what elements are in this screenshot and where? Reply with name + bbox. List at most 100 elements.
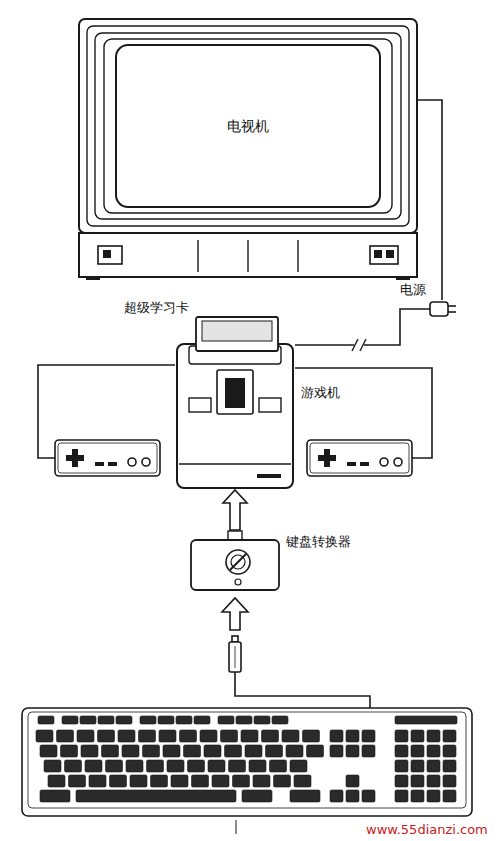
key — [307, 745, 324, 757]
game-console-outline — [175, 340, 295, 490]
key — [218, 716, 234, 724]
key — [38, 716, 54, 724]
key — [411, 775, 424, 787]
key — [427, 730, 440, 742]
key — [427, 745, 440, 757]
key — [443, 745, 456, 757]
key — [221, 730, 238, 742]
key — [411, 760, 424, 772]
key — [188, 760, 205, 772]
key — [270, 760, 287, 772]
television-outline — [78, 18, 418, 280]
node-label: 游戏机 — [301, 385, 340, 401]
key — [200, 730, 217, 742]
key — [176, 716, 192, 724]
key — [76, 790, 236, 802]
key — [163, 745, 180, 757]
hollow-arrow — [223, 490, 247, 530]
key — [330, 730, 343, 742]
learning-card-outline — [195, 316, 279, 352]
key — [266, 745, 283, 757]
key — [411, 730, 424, 742]
television: 电视机 — [78, 18, 418, 280]
keyboard-cable — [229, 636, 370, 708]
key — [427, 790, 440, 802]
game-controller — [55, 440, 160, 476]
key — [62, 716, 78, 724]
key — [346, 730, 359, 742]
key — [395, 745, 408, 757]
key — [184, 745, 201, 757]
key — [346, 745, 359, 757]
keyboard-converter: 键盘转换器 — [190, 530, 280, 592]
key — [180, 730, 197, 742]
keyboard — [22, 708, 472, 816]
key — [330, 790, 343, 802]
key — [167, 760, 184, 772]
power-plug: 电源 — [430, 300, 456, 318]
key — [44, 760, 61, 772]
key — [272, 716, 288, 724]
key — [395, 730, 408, 742]
key — [147, 760, 164, 772]
key — [69, 775, 86, 787]
key — [411, 790, 424, 802]
key — [151, 775, 168, 787]
key — [126, 760, 143, 772]
key — [192, 775, 209, 787]
key — [80, 716, 96, 724]
key — [274, 775, 291, 787]
game-controller — [307, 440, 412, 476]
key — [130, 775, 147, 787]
key — [395, 760, 408, 772]
key — [294, 775, 311, 787]
key — [118, 730, 135, 742]
key — [81, 745, 98, 757]
key — [443, 775, 456, 787]
key — [57, 730, 74, 742]
key — [140, 716, 156, 724]
key — [290, 790, 320, 802]
key — [427, 775, 440, 787]
node-label: 电源 — [400, 282, 426, 298]
key — [159, 730, 176, 742]
key — [330, 745, 343, 757]
cable — [418, 100, 442, 300]
key — [110, 775, 127, 787]
key — [395, 775, 408, 787]
keyboard-converter-outline — [190, 530, 280, 592]
key — [346, 775, 359, 787]
key — [208, 760, 225, 772]
key — [40, 790, 70, 802]
key — [346, 790, 359, 802]
game-console: 游戏机 — [175, 340, 295, 490]
key — [362, 730, 375, 742]
key — [282, 730, 299, 742]
break-mark — [352, 339, 366, 351]
key — [171, 775, 188, 787]
key — [98, 716, 114, 724]
key — [61, 745, 78, 757]
key — [212, 775, 229, 787]
tick-mark — [236, 820, 237, 834]
key — [48, 775, 65, 787]
key — [241, 730, 258, 742]
power-plug-outline — [430, 300, 456, 318]
key — [253, 775, 270, 787]
key — [443, 790, 456, 802]
key — [286, 745, 303, 757]
key — [116, 716, 132, 724]
node-label: 电视机 — [116, 45, 380, 207]
node-label: 超级学习卡 — [124, 300, 189, 316]
key — [233, 775, 250, 787]
key — [77, 730, 94, 742]
key — [36, 730, 53, 742]
key — [65, 760, 82, 772]
key — [303, 730, 320, 742]
hollow-arrow — [222, 598, 248, 630]
node-label: 键盘转换器 — [286, 534, 351, 550]
key — [254, 716, 270, 724]
key — [290, 760, 307, 772]
key — [249, 760, 266, 772]
